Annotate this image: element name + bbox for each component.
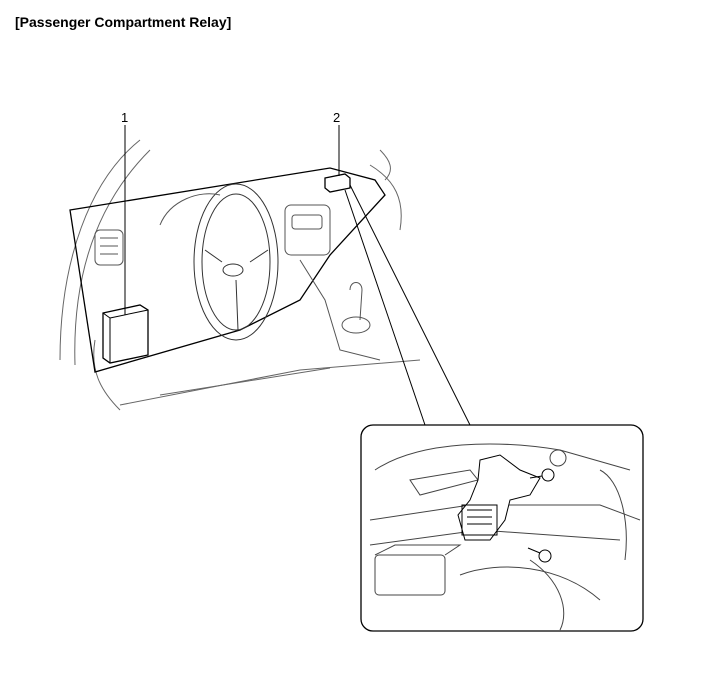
relay-box-1 bbox=[102, 304, 149, 364]
center-console bbox=[159, 193, 381, 361]
vehicle-interior-outline bbox=[59, 139, 421, 411]
bolt-icon bbox=[529, 468, 555, 482]
steering-wheel bbox=[193, 183, 279, 341]
detail-leader-line bbox=[344, 189, 426, 426]
diagram-title: [Passenger Compartment Relay] bbox=[15, 14, 232, 30]
detail-leader-line bbox=[349, 184, 471, 426]
relay-bracket bbox=[457, 454, 541, 541]
dashboard-panel bbox=[69, 167, 386, 373]
air-vent bbox=[94, 229, 124, 266]
bolt-icon bbox=[527, 547, 552, 563]
detail-inset bbox=[360, 424, 644, 632]
relay-box-2 bbox=[324, 173, 351, 193]
callout-1-label: 1 bbox=[121, 110, 129, 125]
callout-2-label: 2 bbox=[333, 110, 341, 125]
